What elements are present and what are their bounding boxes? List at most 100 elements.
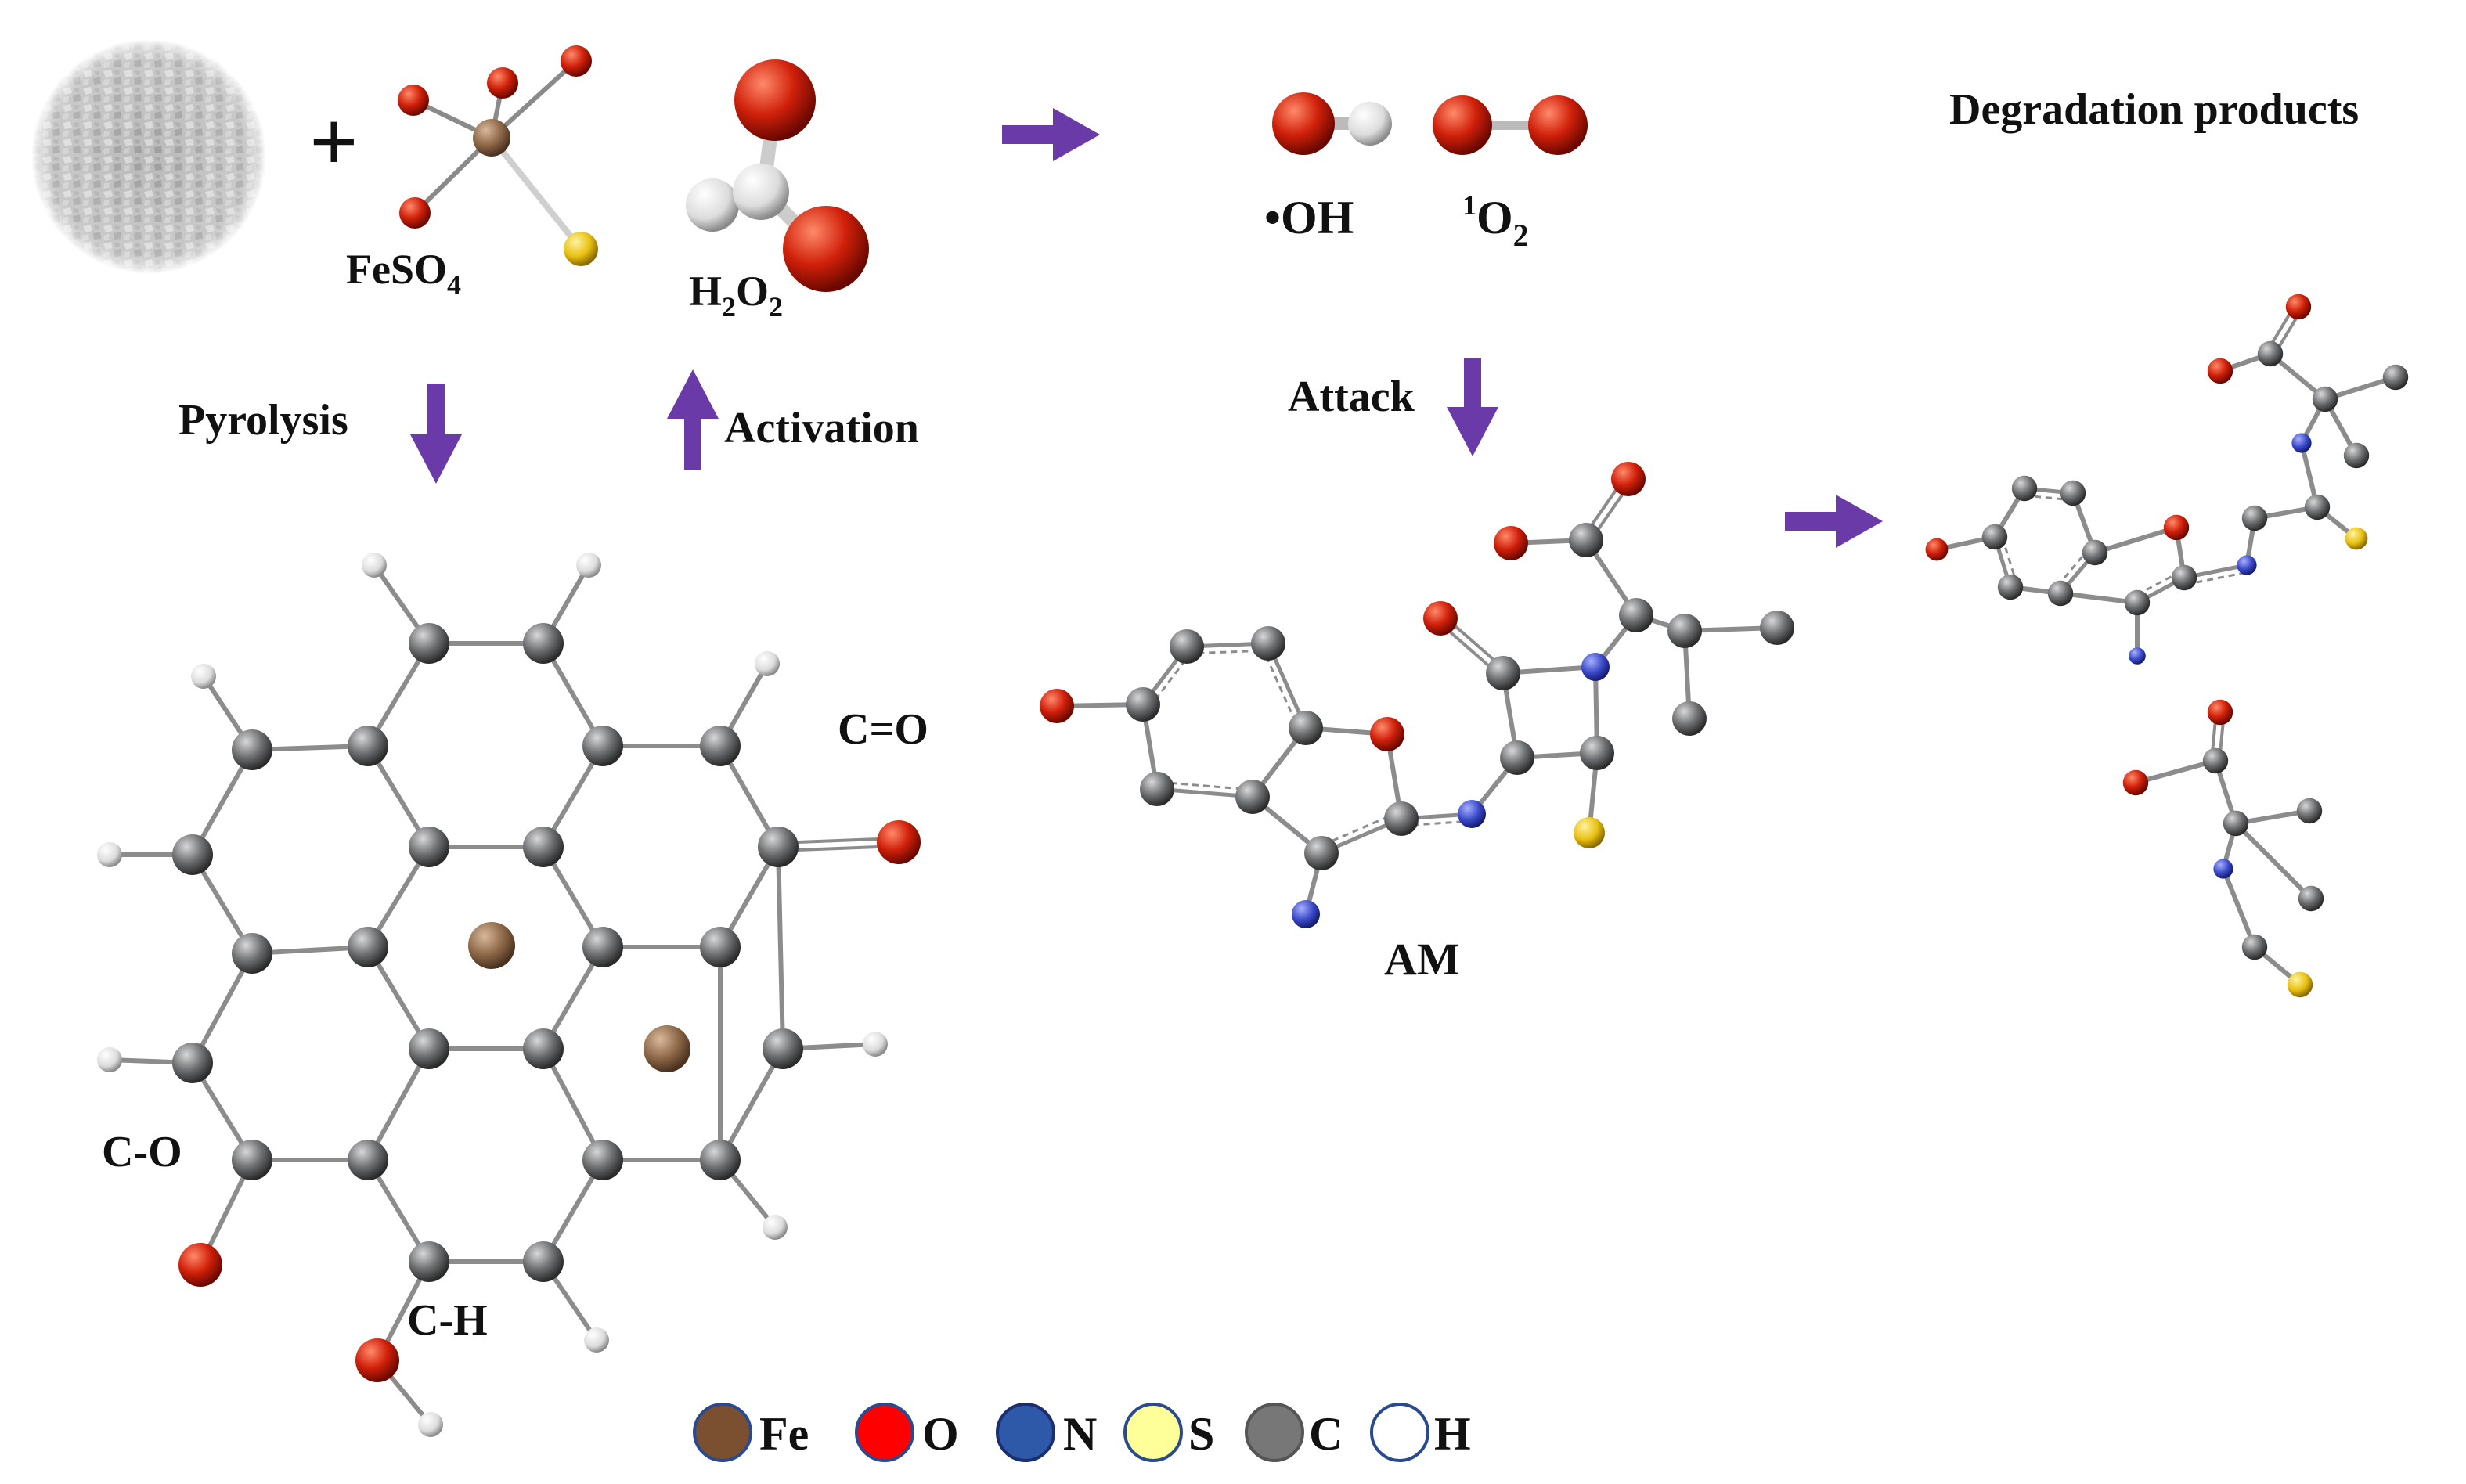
c-atom [232, 1140, 272, 1180]
degradation-products-title: Degradation products [1949, 85, 2359, 134]
c-atom [582, 726, 623, 766]
h-atom [686, 178, 739, 232]
o-atom [2207, 358, 2233, 384]
c-atom [2124, 589, 2151, 616]
h-atom [733, 164, 789, 220]
c-atom [1486, 656, 1520, 690]
fe-atom [644, 1025, 690, 1072]
activation-label: Activation [724, 404, 919, 452]
c-atom [523, 827, 564, 867]
bond [2023, 494, 2073, 502]
feso4-molecule [398, 45, 598, 266]
n-atom [1458, 800, 1486, 828]
bond [2060, 591, 2138, 605]
arrow-down-pyrolysis [410, 384, 462, 484]
bond [776, 846, 785, 1050]
c-atom [1235, 780, 1270, 814]
c-atom [700, 927, 741, 967]
c-atom [348, 927, 388, 967]
c-atom [1569, 523, 1603, 557]
c-h-label: C-H [407, 1296, 488, 1345]
o-atom [1040, 689, 1074, 723]
bond [2221, 867, 2257, 949]
n-atom [2213, 859, 2233, 879]
o-atom [1925, 538, 1949, 561]
c-atom [523, 1241, 564, 1282]
svg-text:C: C [1309, 1408, 1343, 1460]
arrow-right-top [1002, 108, 1100, 161]
bond [718, 1047, 785, 1162]
c-atom [409, 827, 449, 867]
c-atom [172, 1043, 213, 1083]
fe-atom [473, 119, 510, 157]
c-atom [409, 623, 449, 664]
am-molecule [1040, 462, 1794, 928]
legend-item-h: H [1370, 1403, 1471, 1462]
legend-item-n: N [996, 1403, 1097, 1462]
h-atom [763, 1215, 788, 1240]
o-atom [734, 59, 816, 141]
c-atom [232, 729, 272, 770]
c-atom [2060, 480, 2086, 506]
c-atom [2382, 364, 2409, 391]
o-atom [1433, 95, 1492, 155]
h-atom [362, 553, 387, 578]
c-atom [1981, 524, 2008, 550]
degradation-product-1 [1925, 294, 2409, 665]
o-atom [783, 206, 869, 292]
svg-text:H: H [1434, 1408, 1471, 1460]
legend-item-o: O [855, 1403, 959, 1462]
n-atom [1581, 653, 1610, 681]
c-atom [1619, 598, 1653, 632]
o-atom [1611, 462, 1646, 496]
c-atom [2082, 539, 2108, 566]
c-atom [763, 1028, 803, 1069]
legend-item-s: S [1123, 1403, 1214, 1462]
c-atom [2312, 386, 2338, 412]
c-atom [1997, 574, 2024, 600]
h-atom [97, 1047, 122, 1072]
c-atom [1384, 801, 1419, 836]
legend-item-fe: Fe [693, 1403, 809, 1462]
o-atom [178, 1243, 222, 1287]
c-atom [2241, 505, 2268, 531]
hydroxyl-radical-molecule [1272, 92, 1392, 155]
pyrolysis-label: Pyrolysis [178, 396, 348, 445]
h-atom [863, 1032, 888, 1057]
atom-legend: Fe O N S C H [693, 1403, 1471, 1462]
feso4-label: FeSO4 [346, 246, 461, 301]
c-atom [232, 933, 272, 974]
h2o2-molecule [686, 59, 869, 292]
fe-atom [468, 922, 515, 969]
c-atom [1304, 836, 1339, 870]
c-double-o-label: C=O [838, 705, 928, 754]
o-atom [877, 820, 921, 864]
o-atom [398, 85, 429, 116]
o-atom [487, 67, 518, 99]
c-atom [1170, 629, 1204, 664]
o-atom [1423, 601, 1458, 636]
c-atom [1672, 701, 1707, 736]
n-atom [2129, 647, 2146, 665]
h-atom [576, 553, 601, 578]
o-atom [399, 197, 431, 229]
c-atom [1126, 687, 1160, 722]
c-atom [172, 834, 213, 875]
plus-sign: + [309, 94, 359, 189]
h-atom [755, 651, 780, 676]
c-atom [1289, 711, 1323, 745]
c-atom [758, 827, 799, 867]
singlet-oxygen-molecule [1433, 95, 1588, 155]
svg-text:S: S [1188, 1408, 1214, 1460]
c-atom [1140, 772, 1174, 806]
o-atom [355, 1338, 399, 1382]
h-atom [191, 664, 216, 689]
graphene-structure [97, 553, 921, 1437]
c-atom [523, 1028, 564, 1069]
h-atom [97, 842, 122, 867]
bond [190, 952, 254, 1064]
c-atom [2241, 934, 2268, 960]
arrow-up-activation [667, 369, 719, 470]
c-atom [348, 726, 388, 766]
